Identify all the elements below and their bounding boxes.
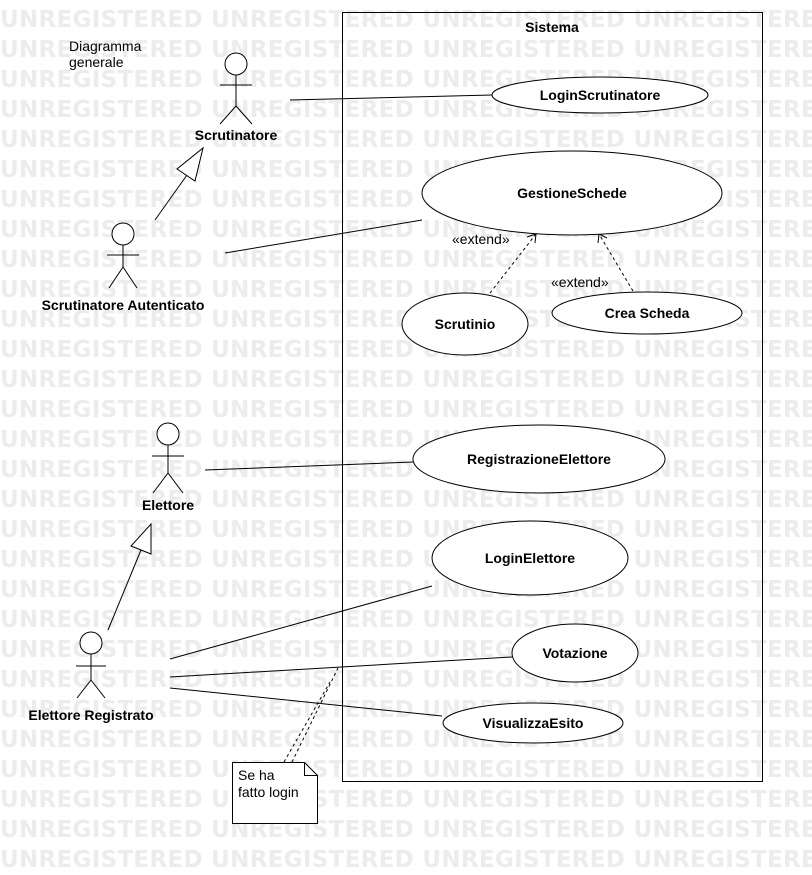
actor-scrutinatore-autenticato[interactable]	[107, 222, 139, 289]
actor-head	[156, 422, 180, 446]
actor-head	[224, 52, 248, 76]
use-case-scrutinio[interactable]: Scrutinio	[401, 292, 529, 356]
association-lines	[169, 94, 513, 717]
text-line: Se ha	[238, 767, 275, 783]
use-case-label: RegistrazioneElettore	[467, 451, 611, 467]
use-case-label: VisualizzaEsito	[483, 715, 584, 731]
extend-line-crea-scheda	[598, 233, 634, 292]
association-autenticato-gestione	[224, 219, 423, 254]
text-line: fatto login	[238, 784, 299, 800]
use-case-registrazione-elettore[interactable]: RegistrazioneElettore	[412, 424, 666, 494]
actor-head	[79, 631, 103, 655]
watermark-row: UNREGISTERED UNREGISTERED UNREGISTERED U…	[0, 697, 812, 723]
watermark-row: UNREGISTERED UNREGISTERED UNREGISTERED U…	[0, 367, 812, 393]
watermark-row: UNREGISTERED UNREGISTERED UNREGISTERED U…	[0, 757, 812, 783]
actor-elettore[interactable]	[152, 422, 184, 494]
actor-elettore-registrato[interactable]	[76, 631, 106, 699]
actor-scrutinatore[interactable]	[219, 52, 253, 125]
actor-label-elettore: Elettore	[142, 497, 194, 513]
watermark-row: UNREGISTERED UNREGISTERED UNREGISTERED U…	[0, 547, 812, 573]
actor-head	[111, 222, 135, 246]
actor-label-elettore-registrato: Elettore Registrato	[28, 707, 153, 723]
watermark-row: UNREGISTERED UNREGISTERED UNREGISTERED U…	[0, 847, 812, 873]
watermark-row: UNREGISTERED UNREGISTERED UNREGISTERED U…	[0, 37, 812, 63]
generalization-line-scrutinatore	[154, 174, 188, 221]
association-registrato-visualizza	[169, 687, 443, 717]
text-line: Diagramma	[69, 38, 142, 54]
system-boundary[interactable]	[342, 12, 763, 782]
watermark-row: UNREGISTERED UNREGISTERED UNREGISTERED U…	[0, 637, 812, 663]
actor-label-scrutinatore: Scrutinatore	[195, 127, 278, 143]
watermark-row: UNREGISTERED UNREGISTERED UNREGISTERED U…	[0, 127, 812, 153]
use-cases: LoginScrutinatore GestioneSchede Scrutin…	[401, 76, 743, 744]
watermark-row: UNREGISTERED UNREGISTERED UNREGISTERED U…	[0, 517, 812, 543]
association-registrato-votazione	[169, 656, 513, 678]
note-connectors	[283, 667, 339, 763]
association-elettore-registrazione	[204, 461, 414, 471]
extend-label-scrutinio: «extend»	[452, 231, 510, 247]
watermark-row: UNREGISTERED UNREGISTERED UNREGISTERED U…	[0, 247, 812, 273]
watermark-row: UNREGISTERED UNREGISTERED UNREGISTERED U…	[0, 727, 812, 753]
use-case-gestione-schede[interactable]: GestioneSchede	[421, 150, 723, 236]
use-case-crea-scheda[interactable]: Crea Scheda	[551, 291, 743, 335]
use-case-label: GestioneSchede	[517, 185, 627, 201]
watermark-row: UNREGISTERED UNREGISTERED UNREGISTERED U…	[0, 667, 812, 693]
generalization-head-elettore	[130, 522, 152, 555]
extend-label-crea-scheda: «extend»	[551, 274, 609, 290]
use-case-login-elettore[interactable]: LoginElettore	[431, 520, 629, 596]
watermark-row: UNREGISTERED UNREGISTERED UNREGISTERED U…	[0, 397, 812, 423]
text-line: generale	[69, 54, 124, 70]
use-case-label: LoginElettore	[485, 550, 575, 566]
note-fold	[304, 762, 318, 776]
actor-label-scrutinatore-autenticato: Scrutinatore Autenticato	[42, 297, 205, 313]
watermark-row: UNREGISTERED UNREGISTERED UNREGISTERED U…	[0, 817, 812, 843]
note-connector-1	[283, 681, 331, 763]
note-connector-2	[291, 667, 339, 763]
generalization-arrows	[107, 146, 204, 631]
use-case-label: Votazione	[542, 645, 607, 661]
extend-arrowhead-crea-scheda	[597, 233, 608, 244]
association-registrato-login	[169, 585, 433, 660]
watermark-row: UNREGISTERED UNREGISTERED UNREGISTERED U…	[0, 487, 812, 513]
use-case-label: Scrutinio	[435, 316, 496, 332]
use-case-login-scrutinatore[interactable]: LoginScrutinatore	[491, 76, 709, 114]
association-scrutinatore-login	[289, 94, 493, 101]
watermark-row: UNREGISTERED UNREGISTERED UNREGISTERED U…	[0, 427, 812, 453]
watermark-row: UNREGISTERED UNREGISTERED UNREGISTERED U…	[0, 607, 812, 633]
system-label: Sistema	[525, 19, 579, 35]
extend-line-scrutinio	[489, 233, 537, 294]
use-case-votazione[interactable]: Votazione	[511, 623, 639, 683]
watermark-row: UNREGISTERED UNREGISTERED UNREGISTERED U…	[0, 337, 812, 363]
note-body	[232, 762, 318, 824]
use-case-visualizza-esito[interactable]: VisualizzaEsito	[442, 702, 624, 744]
watermark-row: UNREGISTERED UNREGISTERED UNREGISTERED U…	[0, 787, 812, 813]
use-case-label: Crea Scheda	[605, 305, 690, 321]
use-case-label: LoginScrutinatore	[540, 87, 661, 103]
generalization-head-scrutinatore	[176, 146, 204, 182]
watermark-row: UNREGISTERED UNREGISTERED UNREGISTERED U…	[0, 577, 812, 603]
generalization-line-elettore	[107, 549, 142, 631]
actors	[76, 52, 253, 699]
